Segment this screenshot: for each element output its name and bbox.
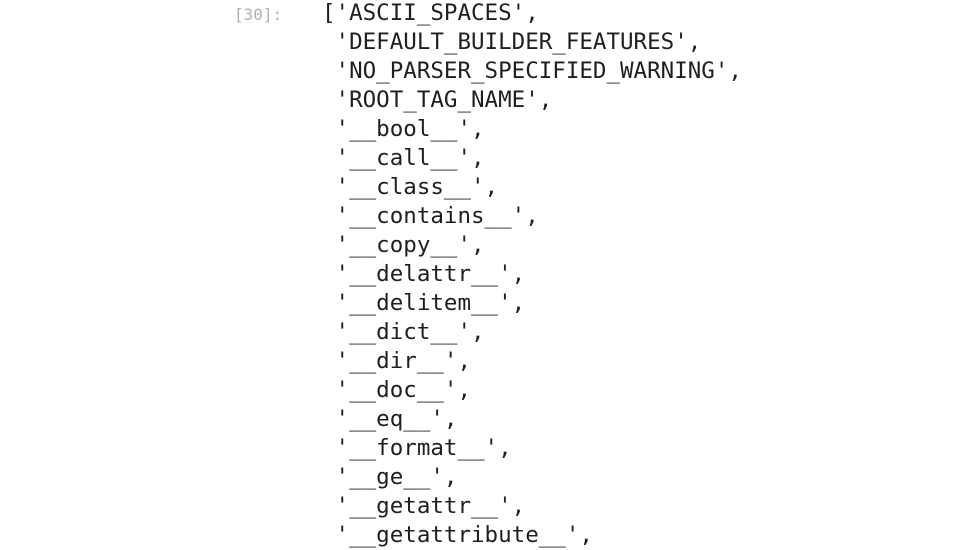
output-line: '__call__', — [322, 145, 485, 171]
output-line: '__getattribute__', — [322, 522, 593, 548]
output-line: '__dir__', — [322, 348, 472, 374]
output-line: '__format__', — [322, 435, 512, 461]
output-line: '__ge__', — [322, 464, 458, 490]
output-line: '__eq__', — [322, 406, 458, 432]
output-line: '__getattr__', — [322, 493, 526, 519]
output-line: '__delitem__', — [322, 290, 526, 316]
output-line: '__copy__', — [322, 232, 485, 258]
output-line: 'DEFAULT_BUILDER_FEATURES', — [322, 29, 702, 55]
output-line: 'NO_PARSER_SPECIFIED_WARNING', — [322, 58, 742, 84]
output-prompt: [30]: — [234, 5, 283, 24]
output-line: '__contains__', — [322, 203, 539, 229]
output-line: '__dict__', — [322, 319, 485, 345]
output-line: 'ROOT_TAG_NAME', — [322, 87, 553, 113]
output-line: '__bool__', — [322, 116, 485, 142]
output-area[interactable]: ['ASCII_SPACES', 'DEFAULT_BUILDER_FEATUR… — [322, 0, 742, 550]
output-line: '__doc__', — [322, 377, 472, 403]
output-line: '__delattr__', — [322, 261, 526, 287]
output-line: '__class__', — [322, 174, 499, 200]
output-line: ['ASCII_SPACES', — [322, 0, 539, 26]
